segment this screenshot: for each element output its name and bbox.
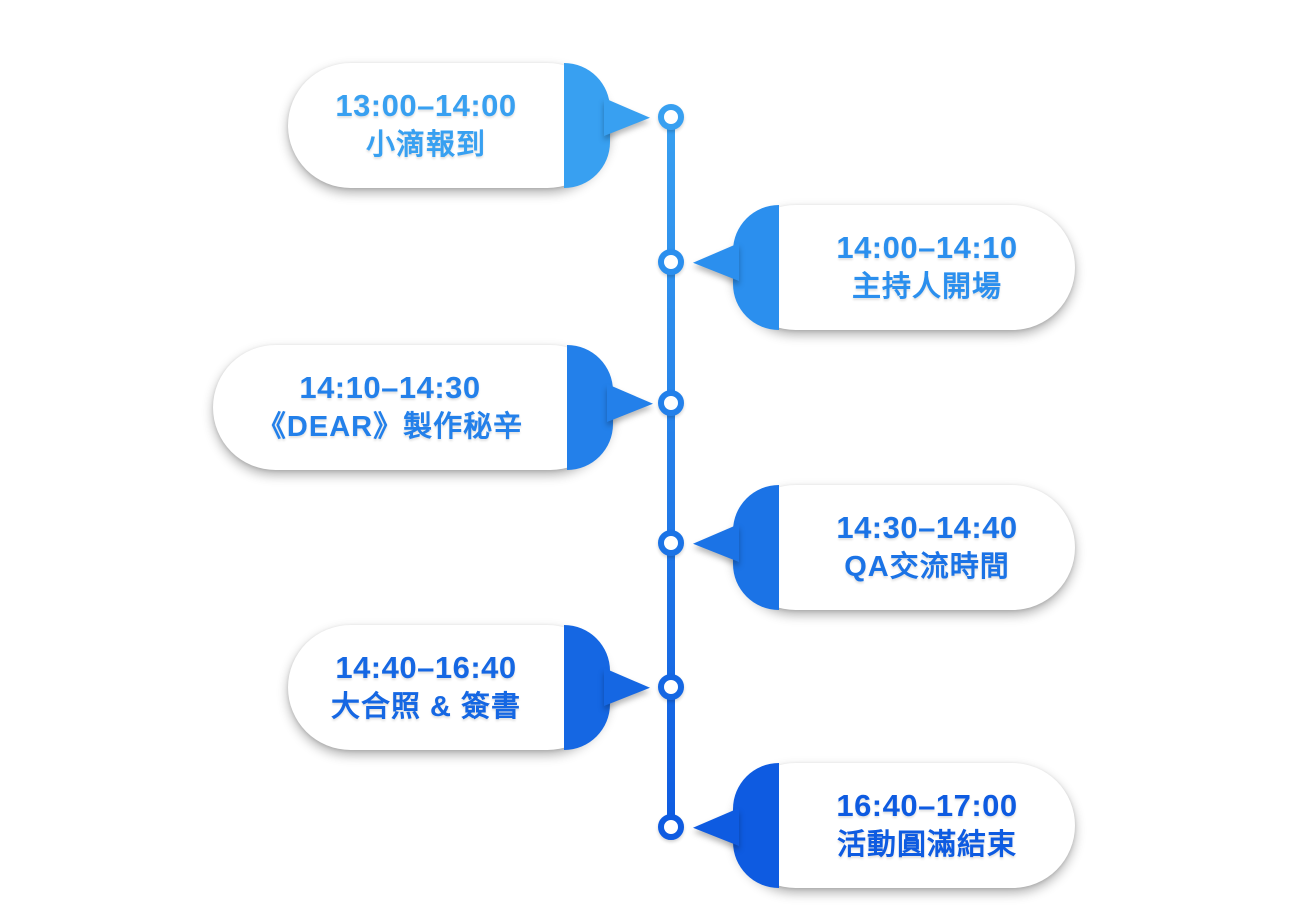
event-time: 14:00–14:10 [836, 230, 1018, 266]
event-time: 16:40–17:00 [836, 788, 1018, 824]
event-bubble: 13:00–14:00 小滴報到 [288, 63, 610, 188]
event-label: 活動圓滿結束 [836, 829, 1017, 862]
bubble-tail [604, 98, 650, 136]
bubble-tail [693, 243, 739, 281]
bubble-accent-cap [733, 485, 779, 610]
bubble-accent-cap [733, 205, 779, 330]
bubble-accent-cap [564, 625, 610, 750]
bubble-tail [693, 808, 739, 846]
timeline-node [658, 249, 684, 275]
event-bubble: 14:40–16:40 大合照 & 簽書 [288, 625, 610, 750]
event-label: QA交流時間 [844, 551, 1010, 584]
event-time: 14:40–16:40 [335, 650, 517, 686]
timeline-node [658, 814, 684, 840]
timeline-node [658, 674, 684, 700]
bubble-content: 14:40–16:40 大合照 & 簽書 [331, 649, 567, 725]
bubble-accent-cap [564, 63, 610, 188]
bubble-accent-cap [567, 345, 613, 470]
event-label: 大合照 & 簽書 [330, 691, 522, 724]
bubble-content: 14:30–14:40 QA交流時間 [790, 509, 1017, 585]
bubble-tail [607, 384, 653, 422]
event-label: 小滴報到 [365, 129, 486, 162]
event-time: 14:10–14:30 [299, 370, 481, 406]
event-time: 13:00–14:00 [335, 88, 517, 124]
timeline-node [658, 104, 684, 130]
bubble-content: 14:10–14:30 《DEAR》製作秘辛 [257, 369, 569, 445]
timeline-node [658, 530, 684, 556]
timeline-line [667, 117, 675, 827]
timeline-node [658, 390, 684, 416]
event-label: 主持人開場 [851, 271, 1002, 304]
bubble-content: 14:00–14:10 主持人開場 [790, 229, 1017, 305]
event-bubble: 14:00–14:10 主持人開場 [733, 205, 1075, 330]
event-label: 《DEAR》製作秘辛 [256, 411, 524, 444]
bubble-accent-cap [733, 763, 779, 888]
bubble-tail [693, 524, 739, 562]
event-bubble: 14:30–14:40 QA交流時間 [733, 485, 1075, 610]
event-bubble: 16:40–17:00 活動圓滿結束 [733, 763, 1075, 888]
event-time: 14:30–14:40 [836, 510, 1018, 546]
event-bubble: 14:10–14:30 《DEAR》製作秘辛 [213, 345, 613, 470]
bubble-content: 16:40–17:00 活動圓滿結束 [790, 787, 1017, 863]
bubble-tail [604, 668, 650, 706]
bubble-content: 13:00–14:00 小滴報到 [335, 87, 562, 163]
